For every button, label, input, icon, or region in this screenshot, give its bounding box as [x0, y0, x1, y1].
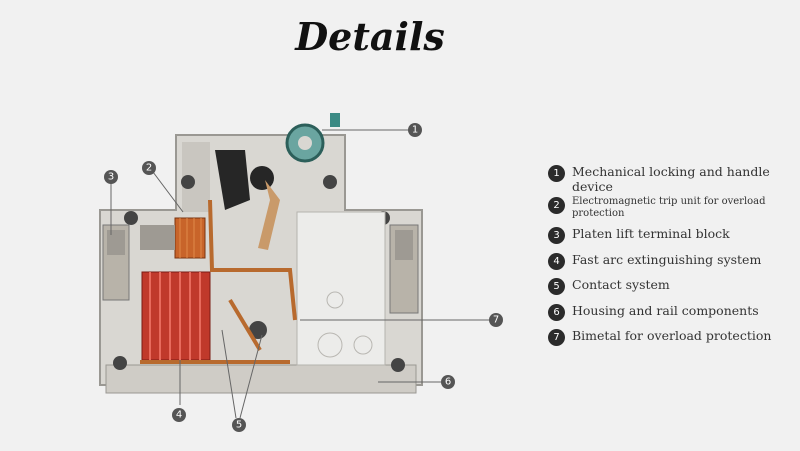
legend-item-4: 4 Fast arc extinguishing system	[548, 252, 761, 270]
callout-3: 3	[104, 170, 118, 184]
legend-number: 4	[548, 253, 565, 270]
callout-5: 5	[232, 418, 246, 432]
handle-mechanism	[215, 113, 340, 250]
legend-text: Electromagnetic trip unit for overload p…	[572, 196, 766, 219]
legend-text: Platen lift terminal block	[572, 226, 730, 241]
legend-text: Fast arc extinguishing system	[572, 252, 762, 267]
right-terminal	[389, 224, 419, 314]
legend-number: 7	[548, 329, 565, 346]
callout-6: 6	[441, 375, 455, 389]
legend-text: Housing and rail components	[572, 303, 759, 318]
callout-2: 2	[142, 161, 156, 175]
legend-item-5: 5 Contact system	[548, 277, 670, 295]
legend-number: 5	[548, 278, 565, 295]
legend-item-1: 1 Mechanical locking and handle device	[548, 164, 770, 194]
left-terminal	[102, 224, 130, 301]
legend-number: 6	[548, 304, 565, 321]
copper-conductors	[140, 199, 297, 364]
svg-text:5: 5	[236, 420, 242, 431]
legend-item-3: 3 Platen lift terminal block	[548, 226, 730, 244]
callout-7: 7	[489, 313, 503, 327]
legend-item-2: 2 Electromagnetic trip unit for overload…	[548, 196, 766, 220]
legend-text: Contact system	[572, 277, 670, 292]
arc-chute	[141, 271, 211, 361]
legend-text: Bimetal for overload protection	[572, 328, 772, 343]
callout-4: 4	[172, 408, 186, 422]
page-title: Details	[295, 14, 445, 59]
leader-lines	[110, 129, 490, 419]
electromagnetic-coil	[140, 217, 206, 259]
legend-item-6: 6 Housing and rail components	[548, 303, 759, 321]
svg-text:4: 4	[176, 410, 182, 421]
svg-text:1: 1	[412, 125, 418, 136]
legend-number: 1	[548, 165, 565, 182]
legend-number: 2	[548, 197, 565, 214]
callout-1: 1	[408, 123, 422, 137]
housing-cover-plate	[296, 211, 386, 366]
svg-text:3: 3	[108, 172, 114, 183]
legend-item-7: 7 Bimetal for overload protection	[548, 328, 771, 346]
svg-text:7: 7	[493, 315, 499, 326]
svg-text:2: 2	[146, 163, 152, 174]
legend-number: 3	[548, 227, 565, 244]
svg-text:6: 6	[445, 377, 451, 388]
legend-text: Mechanical locking and handle device	[572, 164, 770, 194]
